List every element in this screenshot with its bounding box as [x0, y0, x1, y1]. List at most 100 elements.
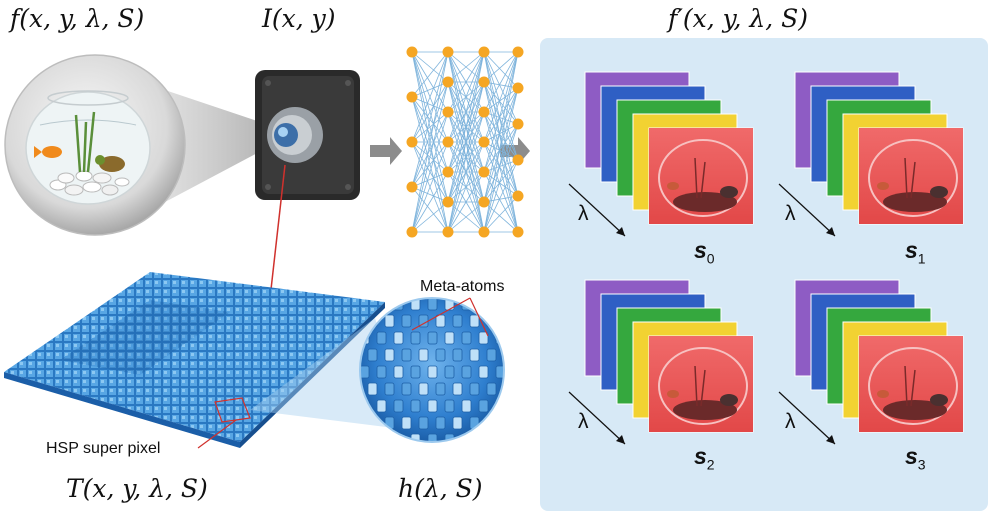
network-node	[442, 166, 454, 178]
meta-atom	[384, 348, 395, 362]
network-edge	[447, 111, 485, 233]
fish-icon	[667, 390, 679, 398]
network-node	[478, 76, 490, 88]
network-node	[478, 166, 490, 178]
network-edge	[447, 201, 485, 233]
network-edge	[483, 141, 519, 161]
network-node	[406, 46, 418, 58]
meta-atom	[513, 332, 522, 344]
pebbles-icon	[883, 192, 947, 212]
fishbowl-icon	[4, 54, 186, 236]
network-edge	[411, 111, 449, 188]
spectral-stack-2	[568, 279, 754, 445]
fishbowl-icon	[658, 347, 748, 425]
meta-atom	[478, 298, 489, 311]
meta-atom	[503, 348, 504, 362]
meta-atom	[376, 331, 387, 345]
network-edge	[483, 111, 519, 161]
network-edge	[483, 81, 519, 89]
network-edge	[483, 51, 519, 173]
meta-atom	[435, 348, 446, 362]
meta-atom	[452, 314, 463, 328]
network-edge	[483, 123, 519, 173]
hsp-super-pixel-label: HSP super pixel	[46, 440, 161, 457]
network-node	[442, 46, 454, 58]
meta-atom	[495, 433, 504, 442]
camera-measurement-label: I(x, y)	[262, 4, 336, 33]
network-edge	[483, 87, 519, 173]
pebbles-icon	[673, 400, 737, 420]
meta-atom	[486, 382, 497, 396]
meta-atom	[367, 382, 378, 396]
network-node	[442, 106, 454, 118]
network-node	[512, 190, 524, 202]
meta-atom	[418, 348, 429, 362]
meta-atom	[469, 314, 480, 328]
meta-atom	[401, 382, 412, 396]
network-edge	[411, 141, 449, 188]
network-edge	[483, 81, 519, 161]
network-edge	[483, 123, 519, 233]
network-node	[442, 196, 454, 208]
meta-atom	[521, 315, 530, 327]
meta-atoms-label: Meta-atoms	[420, 278, 505, 295]
meta-atom	[461, 331, 472, 345]
spectral-stack-3	[778, 279, 964, 445]
meta-atom	[435, 314, 446, 328]
network-edge	[483, 87, 519, 113]
meta-atom	[367, 348, 378, 362]
meta-atom	[427, 365, 438, 379]
plant-icon	[694, 365, 706, 407]
state-label-s0: s0	[694, 237, 715, 267]
lambda-label: λ	[785, 410, 796, 433]
meta-atom	[410, 399, 421, 413]
meta-atom	[393, 331, 404, 345]
wavelength-arrowhead	[616, 435, 625, 444]
network-edge	[411, 111, 449, 143]
wavelength-arrowhead	[826, 435, 835, 444]
wavelength-axis-arrow	[568, 391, 626, 445]
network-edge	[483, 87, 519, 233]
meta-atom	[427, 331, 438, 345]
network-edge	[411, 186, 449, 203]
meta-atom	[478, 399, 489, 413]
network-edge	[411, 171, 449, 188]
wavelength-axis-arrow	[778, 391, 836, 445]
meta-atom	[503, 382, 504, 396]
arrow-to-network	[370, 137, 402, 165]
state-label-s2: s2	[694, 443, 715, 473]
fish-icon	[667, 182, 679, 190]
meta-atom	[503, 416, 504, 430]
reconstruction-label: f′(x, y, λ, S)	[668, 4, 808, 33]
fishbowl-icon	[658, 139, 748, 217]
meta-atom	[513, 366, 522, 378]
network-edge	[483, 81, 519, 233]
network-edge	[411, 171, 449, 233]
meta-atom	[360, 365, 370, 379]
meta-atom	[376, 433, 387, 442]
meta-atom	[401, 416, 412, 430]
network-node	[512, 118, 524, 130]
meta-atoms-pointer	[469, 297, 489, 337]
network-edge	[411, 141, 449, 233]
hsp-super-pixel-marker	[214, 397, 251, 423]
meta-atom	[469, 382, 480, 396]
meta-atom	[521, 383, 530, 395]
meta-atom	[478, 365, 489, 379]
meta-atom	[452, 382, 463, 396]
network-edge	[483, 159, 519, 203]
meta-atom	[495, 365, 504, 379]
network-edge	[483, 111, 519, 125]
turtle-icon	[720, 186, 738, 198]
meta-atom	[461, 399, 472, 413]
state-label-s1: s1	[905, 237, 926, 267]
network-edge	[447, 51, 485, 143]
plant-icon	[904, 157, 916, 199]
network-node	[442, 136, 454, 148]
network-node	[512, 82, 524, 94]
meta-atom	[435, 416, 446, 430]
meta-atom	[513, 400, 522, 412]
light-beam	[150, 85, 278, 210]
network-edge	[483, 159, 519, 233]
